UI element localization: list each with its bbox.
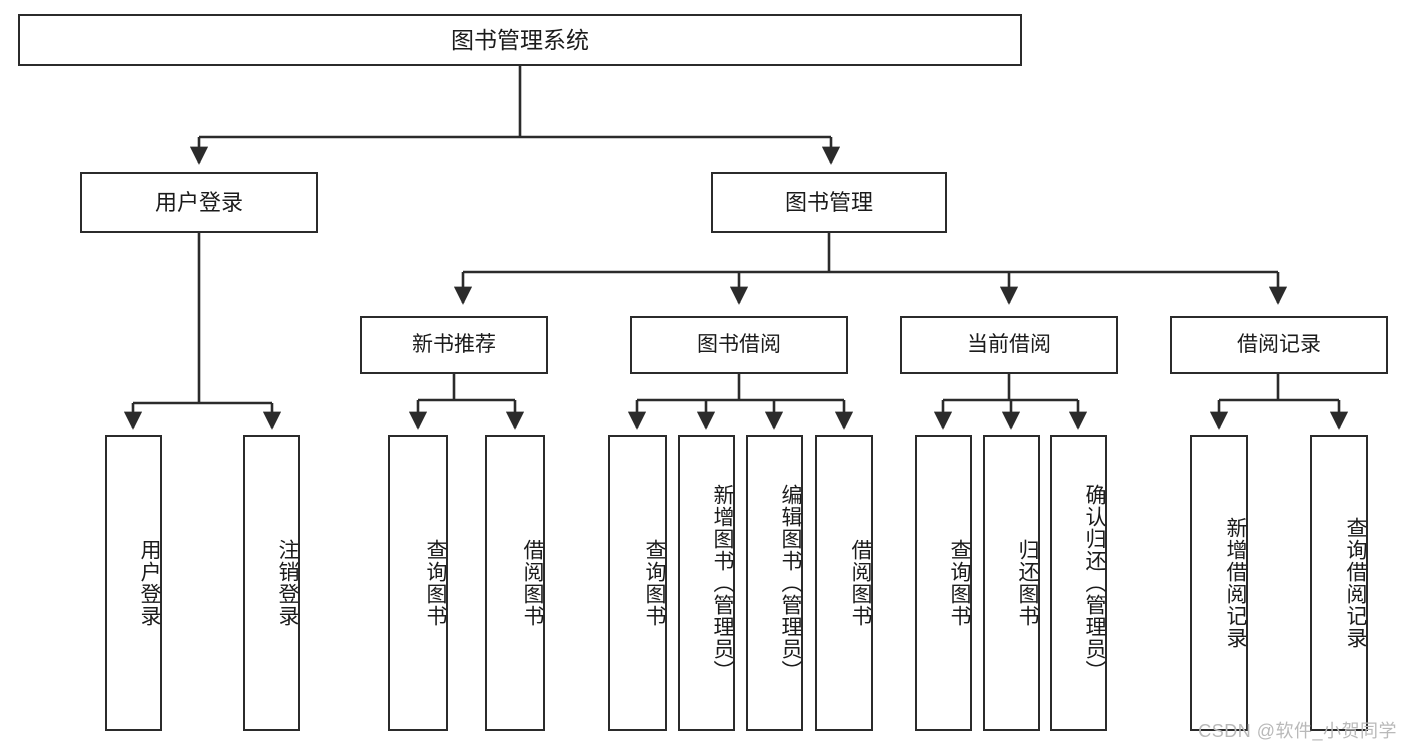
- leaf-logout[interactable]: 注销登录: [243, 435, 300, 731]
- node-label: 图书管理: [784, 189, 873, 215]
- node-root-book-management-system[interactable]: 图书管理系统: [18, 14, 1022, 66]
- node-label: 当前借阅: [967, 332, 1051, 356]
- node-label: 用户登录: [138, 539, 161, 627]
- node-label: 确认归还（管理员）: [1083, 484, 1106, 682]
- leaf-query-book-borrow[interactable]: 查询图书: [608, 435, 667, 731]
- node-label: 图书借阅: [697, 332, 781, 356]
- node-label: 查询借阅记录: [1344, 517, 1367, 649]
- node-label: 查询图书: [424, 539, 447, 627]
- node-label: 查询图书: [948, 539, 971, 627]
- leaf-user-login[interactable]: 用户登录: [105, 435, 162, 731]
- leaf-query-book-recommend[interactable]: 查询图书: [388, 435, 448, 731]
- leaf-borrow-book-recommend[interactable]: 借阅图书: [485, 435, 545, 731]
- node-current-borrow[interactable]: 当前借阅: [900, 316, 1118, 374]
- node-label: 新书推荐: [412, 332, 496, 356]
- node-new-book-recommend[interactable]: 新书推荐: [360, 316, 548, 374]
- leaf-query-borrow-record[interactable]: 查询借阅记录: [1310, 435, 1368, 731]
- leaf-return-book[interactable]: 归还图书: [983, 435, 1040, 731]
- node-label: 借阅图书: [849, 539, 872, 627]
- node-label: 编辑图书（管理员）: [779, 484, 802, 682]
- node-label: 借阅记录: [1237, 332, 1321, 356]
- node-book-management[interactable]: 图书管理: [711, 172, 947, 233]
- watermark: CSDN @软件_小贺同学: [1198, 721, 1397, 741]
- node-label: 借阅图书: [521, 539, 544, 627]
- leaf-edit-book-admin[interactable]: 编辑图书（管理员）: [746, 435, 803, 731]
- node-borrow-record[interactable]: 借阅记录: [1170, 316, 1388, 374]
- node-label: 注销登录: [276, 539, 299, 627]
- node-book-borrow[interactable]: 图书借阅: [630, 316, 848, 374]
- leaf-add-book-admin[interactable]: 新增图书（管理员）: [678, 435, 735, 731]
- node-user-login[interactable]: 用户登录: [80, 172, 318, 233]
- node-label: 查询图书: [643, 539, 666, 627]
- node-label: 新增图书（管理员）: [711, 484, 734, 682]
- leaf-borrow-book[interactable]: 借阅图书: [815, 435, 873, 731]
- leaf-confirm-return-admin[interactable]: 确认归还（管理员）: [1050, 435, 1107, 731]
- node-label: 新增借阅记录: [1224, 517, 1247, 649]
- node-label: 归还图书: [1016, 539, 1039, 627]
- node-label: 用户登录: [154, 189, 243, 215]
- leaf-query-book-current[interactable]: 查询图书: [915, 435, 972, 731]
- leaf-add-borrow-record[interactable]: 新增借阅记录: [1190, 435, 1248, 731]
- node-label: 图书管理系统: [451, 26, 589, 53]
